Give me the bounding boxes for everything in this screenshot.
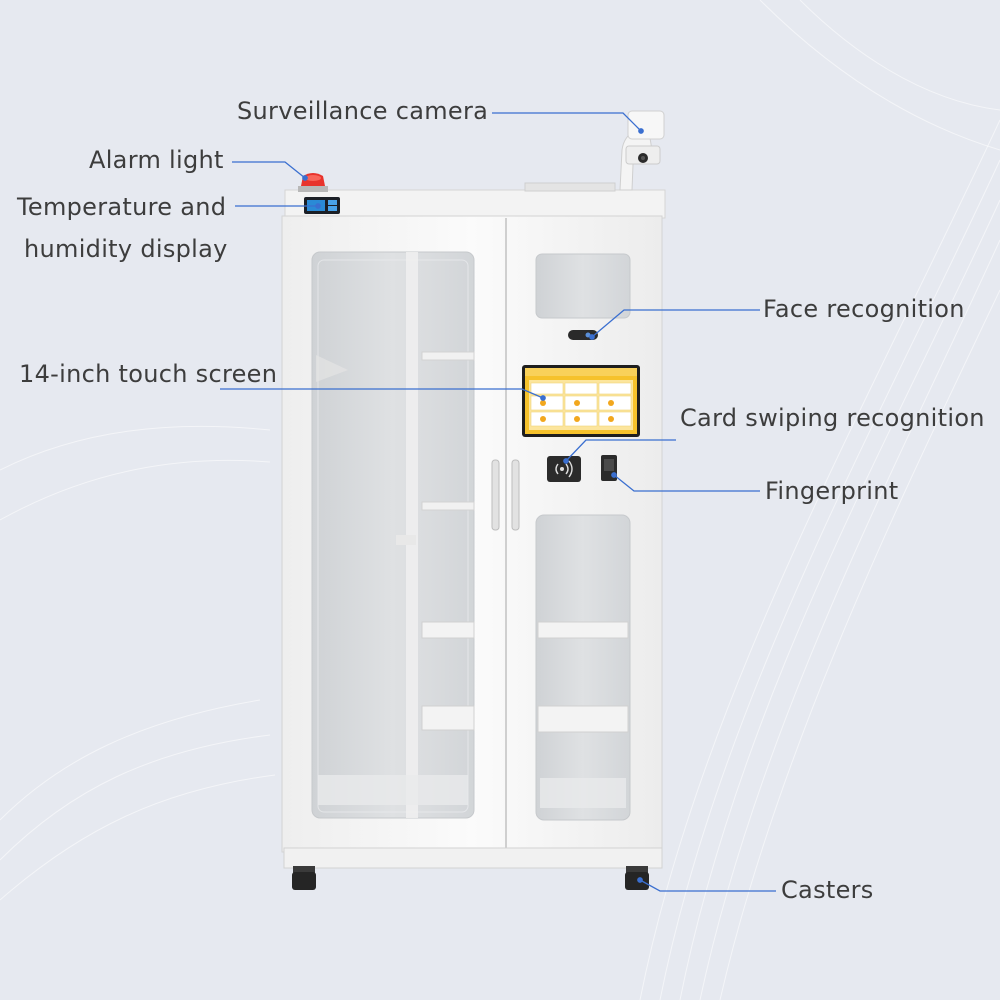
caster-right	[625, 866, 649, 890]
face-recognition-label: Face recognition	[763, 295, 965, 323]
cabinet-base	[283, 847, 663, 869]
touch-screen	[522, 365, 640, 437]
alarm-light-label: Alarm light	[89, 146, 224, 174]
touch-screen-label: 14-inch touch screen	[19, 360, 278, 388]
temperature-label-line1: Temperature and	[17, 193, 227, 221]
left-door	[311, 251, 475, 819]
caster-left	[292, 866, 316, 890]
face-window	[535, 253, 631, 319]
casters-label: Casters	[781, 876, 874, 904]
card-swiping-label: Card swiping recognition	[680, 404, 985, 432]
temperature-label-line2: humidity display	[24, 235, 228, 263]
cabinet-roof	[284, 189, 666, 219]
surveillance-camera-label: Surveillance camera	[237, 97, 489, 125]
nfc-icon	[547, 456, 581, 482]
fingerprint-label: Fingerprint	[765, 477, 899, 505]
right-handle	[511, 459, 520, 531]
left-handle	[491, 459, 500, 531]
leader-lines	[220, 112, 776, 892]
roof-vent	[524, 182, 616, 192]
surveillance-camera	[619, 110, 665, 191]
right-lower-door	[535, 514, 631, 821]
